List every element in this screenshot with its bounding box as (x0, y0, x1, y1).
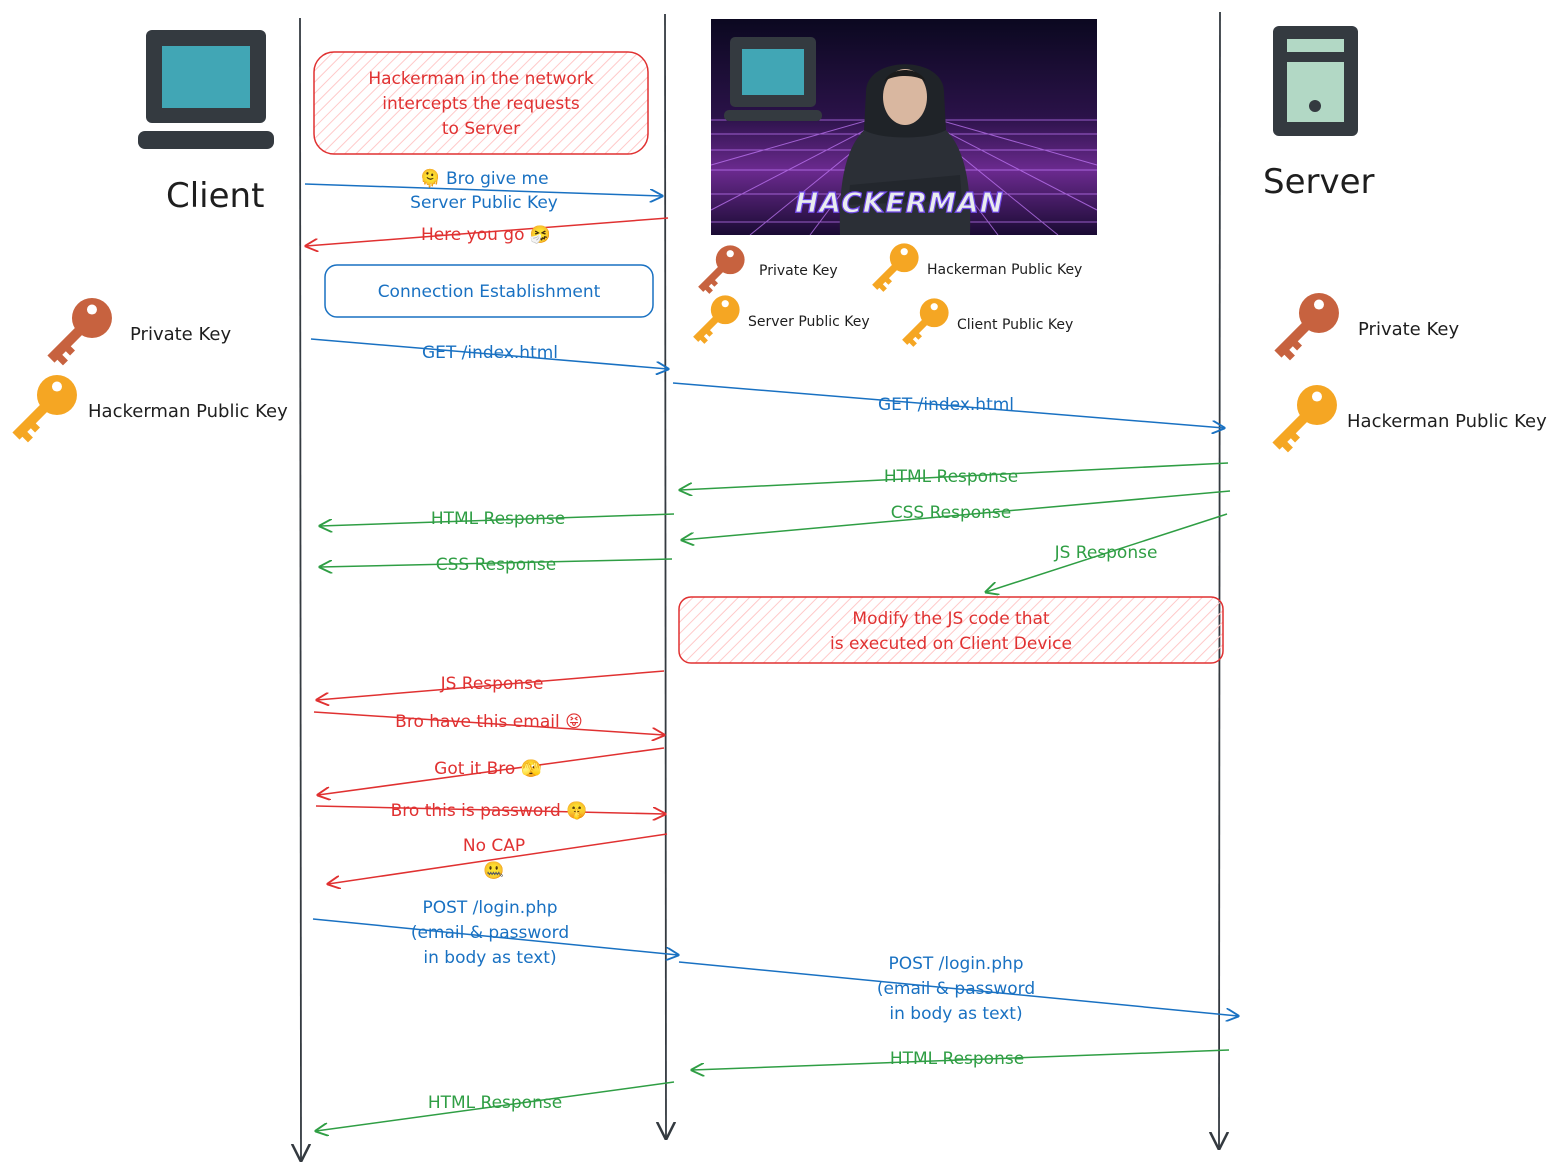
client-hackerman-key-label: Hackerman Public Key (88, 401, 288, 422)
banner-caption: HACKERMAN (795, 186, 1004, 219)
arrow-post-1 (312, 918, 678, 955)
msg-css-resp-cli: CSS Response (436, 555, 557, 575)
msg-here-you-go: Here you go 🤧 (421, 225, 551, 245)
msg-js-resp-srv: JS Response (1054, 543, 1158, 563)
arrow-html-final-cli (316, 1081, 675, 1131)
server-private-key-label: Private Key (1358, 319, 1459, 340)
key-icon (693, 295, 740, 344)
msg-post-1-line-3: in body as text) (423, 948, 556, 968)
hacker-figure (839, 64, 971, 235)
msg-html-final-srv: HTML Response (890, 1049, 1024, 1069)
msg-email: Bro have this email 😝 (395, 712, 583, 732)
msg-get-index-2: GET /index.html (878, 395, 1014, 415)
arrow-js-resp-cli (317, 670, 665, 700)
msg-post-2-line-2: (email & password (877, 979, 1035, 999)
modify-note-line-2: is executed on Client Device (830, 634, 1072, 654)
arrow-post-2 (678, 961, 1238, 1016)
key-icon (1274, 293, 1339, 361)
client-private-key-label: Private Key (130, 324, 231, 345)
arrow-password (315, 805, 665, 814)
client-lifeline (300, 17, 301, 1160)
msg-no-cap-line-2: 🤐 (483, 861, 504, 881)
arrow-got-it (318, 747, 665, 795)
modify-note-line-1: Modify the JS code that (852, 609, 1050, 629)
server-title: Server (1263, 162, 1375, 202)
arrow-html-final-srv (692, 1049, 1230, 1070)
msg-password: Bro this is password 🤫 (391, 801, 588, 821)
msg-no-cap-line-1: No CAP (463, 836, 525, 856)
key-icon (12, 375, 77, 443)
msg-html-final-cli: HTML Response (428, 1093, 562, 1113)
server-hackerman-key-label: Hackerman Public Key (1347, 411, 1547, 432)
msg-bro-give-line-2: Server Public Key (410, 193, 558, 213)
hacker-server-key-label: Server Public Key (748, 314, 870, 330)
connection-note: Connection Establishment (324, 264, 654, 318)
msg-get-index-1: GET /index.html (422, 343, 558, 363)
hacker-laptop-icon (724, 37, 822, 121)
hacker-lifeline (665, 13, 666, 1138)
msg-post-2-line-3: in body as text) (889, 1004, 1022, 1024)
modify-note: Modify the JS code that is executed on C… (678, 596, 1224, 664)
key-icon (902, 298, 949, 347)
msg-got-it: Got it Bro 🫣 (434, 759, 542, 779)
server-icon (1273, 26, 1358, 136)
arrow-email (313, 711, 664, 735)
msg-html-resp-srv: HTML Response (884, 467, 1018, 487)
intercept-note-line-2: intercepts the requests (382, 94, 580, 114)
hacker-client-key-label: Client Public Key (957, 317, 1073, 333)
key-icon (1272, 385, 1337, 453)
msg-bro-give-line-1: 🫠 Bro give me (419, 167, 548, 189)
msg-html-resp-cli: HTML Response (431, 509, 565, 529)
key-icon (47, 298, 112, 366)
arrow-get-index-1 (310, 338, 668, 369)
arrow-get-index-2 (672, 382, 1224, 428)
arrow-css-resp-srv (682, 490, 1231, 540)
arrow-js-resp-srv (986, 513, 1228, 592)
connection-note-label: Connection Establishment (378, 282, 601, 302)
intercept-note-line-3: to Server (442, 119, 520, 139)
msg-post-1-line-1: POST /login.php (422, 898, 557, 918)
hackerman-banner: HACKERMAN (711, 19, 1097, 235)
intercept-note-line-1: Hackerman in the network (368, 69, 593, 89)
hacker-hackerman-key-label: Hackerman Public Key (927, 262, 1082, 278)
key-icon (872, 243, 919, 292)
msg-post-2-line-1: POST /login.php (888, 954, 1023, 974)
hacker-private-key-label: Private Key (759, 263, 838, 279)
arrow-no-cap (328, 833, 668, 884)
msg-post-1-line-2: (email & password (411, 923, 569, 943)
server-lifeline (1219, 11, 1220, 1148)
arrow-here-you-go (306, 217, 669, 246)
arrow-html-resp-srv (680, 462, 1229, 490)
msg-js-resp-cli: JS Response (440, 674, 544, 694)
arrow-html-resp-cli (320, 513, 675, 526)
key-icon (698, 245, 745, 294)
intercept-note: Hackerman in the network intercepts the … (313, 51, 649, 155)
msg-css-resp-srv: CSS Response (891, 503, 1012, 523)
client-title: Client (166, 176, 264, 216)
arrow-css-resp-cli (320, 558, 673, 567)
arrow-bro-give (304, 183, 662, 196)
laptop-icon (138, 30, 274, 149)
